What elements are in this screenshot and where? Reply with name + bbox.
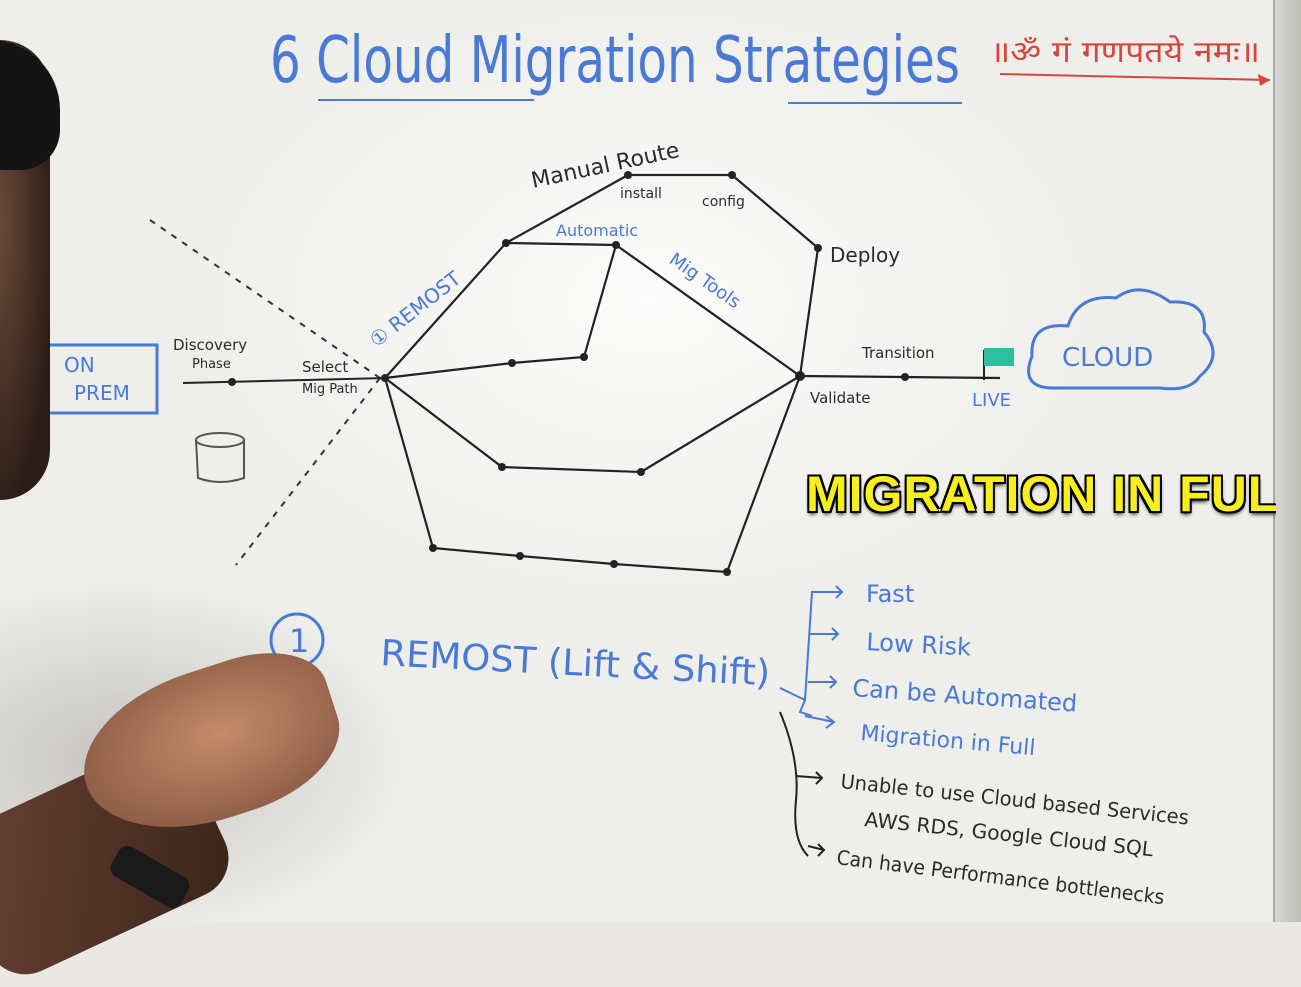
config-label: config xyxy=(702,194,745,210)
arrow-icon xyxy=(1258,74,1270,86)
path-nodes xyxy=(381,171,909,576)
install-label: install xyxy=(620,186,662,202)
phase-label: Phase xyxy=(192,357,231,372)
whiteboard-frame xyxy=(1273,0,1301,922)
pro-item: Can be Automated xyxy=(852,674,1079,718)
whiteboard-drawing: 6 Cloud Migration Strategies ॥ॐ गं गणपतय… xyxy=(45,24,1271,909)
board-title: 6 Cloud Migration Strategies xyxy=(270,24,960,98)
sanskrit-text: ॥ॐ गं गणपतये नमः॥ xyxy=(990,35,1260,70)
cons-arrows xyxy=(795,771,826,857)
discovery-line xyxy=(182,377,386,384)
flag-icon xyxy=(984,348,1014,366)
section-number: 1 xyxy=(289,622,309,660)
pro-item: Migration in Full xyxy=(859,721,1036,761)
remost-diagonal-label: ① REMOST xyxy=(365,266,466,352)
on-prem-label-line1: ON xyxy=(64,353,95,377)
discovery-label: Discovery xyxy=(173,336,247,354)
transition-label: Transition xyxy=(861,344,935,362)
cloud-label: CLOUD xyxy=(1062,343,1153,373)
cloud-icon xyxy=(1027,288,1215,391)
dashed-divider-lower xyxy=(235,377,381,566)
mig-tools-label: Mig Tools xyxy=(665,249,744,313)
mig-path-label: Mig Path xyxy=(302,382,358,397)
live-label: LIVE xyxy=(972,390,1011,411)
node-dot xyxy=(228,378,236,386)
database-icon-body xyxy=(195,439,245,483)
pros-arrows xyxy=(804,585,844,729)
pro-item: Fast xyxy=(866,580,914,608)
automatic-label: Automatic xyxy=(556,221,638,240)
remost-heading: REMOST (Lift & Shift) xyxy=(380,633,772,694)
cons-brace xyxy=(779,711,809,857)
pro-item: Low Risk xyxy=(866,628,972,661)
database-icon xyxy=(195,432,245,448)
validate-label: Validate xyxy=(810,389,870,407)
deploy-label: Deploy xyxy=(830,243,900,267)
select-label: Select xyxy=(302,358,348,376)
on-prem-label-line2: PREM xyxy=(74,381,130,405)
dashed-divider-upper xyxy=(149,219,381,379)
pros-brace xyxy=(779,591,830,717)
sanskrit-underline xyxy=(999,73,1271,81)
video-caption: MIGRATION IN FULL xyxy=(806,466,1276,522)
migration-path-network xyxy=(383,173,1001,574)
